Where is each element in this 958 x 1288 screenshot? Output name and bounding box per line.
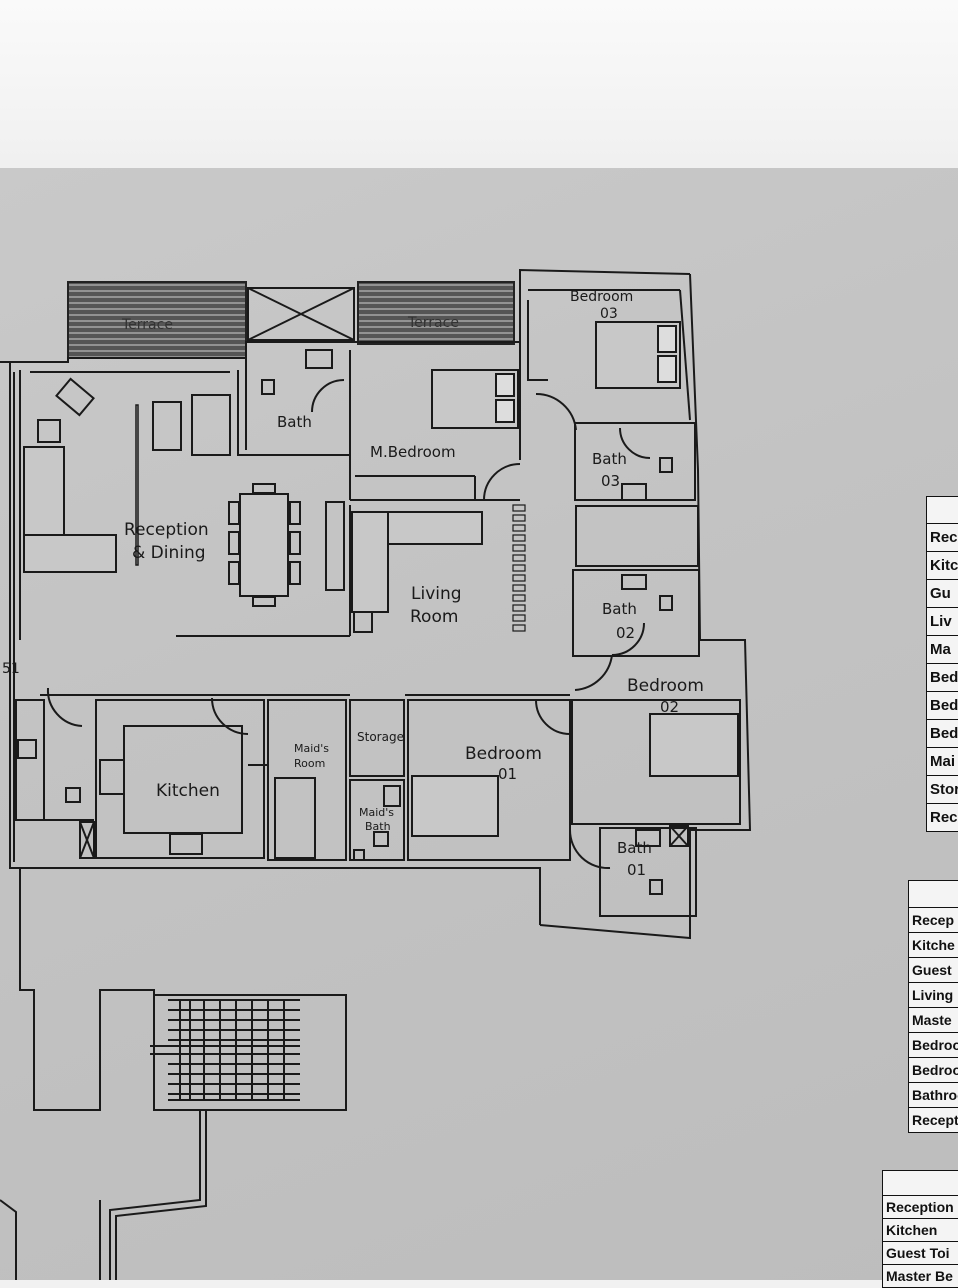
area-table-2: Recep Kitche Guest Living Maste Bedroo B… bbox=[908, 880, 958, 1133]
table-row: Recep bbox=[909, 908, 958, 933]
table-row: Bedroo bbox=[909, 1033, 958, 1058]
table-row: Guest bbox=[909, 958, 958, 983]
label-bedroom02-num: 02 bbox=[660, 698, 680, 716]
label-bath02: Bath bbox=[602, 600, 637, 618]
label-edge-num: 51 bbox=[2, 661, 20, 677]
terrace-right-hatch bbox=[357, 281, 515, 345]
table-row: Recepti bbox=[912, 1112, 958, 1128]
label-m-bedroom: M.Bedroom bbox=[370, 443, 456, 461]
table-row: Bed bbox=[927, 664, 958, 692]
bed-02 bbox=[649, 713, 739, 777]
table-row: Kitc bbox=[927, 552, 958, 580]
table-row: Rec bbox=[927, 524, 958, 552]
label-storage: Storage bbox=[357, 730, 404, 744]
area-table-3: Reception Kitchen Guest Toi Master Be bbox=[882, 1170, 958, 1288]
dining-table bbox=[239, 493, 289, 597]
area-table-1: Rec Kitc Gu Liv Ma Bed Bed Bed Mai Stor … bbox=[926, 496, 958, 832]
table-row: Ma bbox=[927, 636, 958, 664]
label-reception-dining: & Dining bbox=[132, 543, 206, 563]
bed-01 bbox=[411, 775, 499, 837]
table-row: Rece bbox=[930, 809, 958, 826]
table-header bbox=[883, 1171, 958, 1196]
label-kitchen: Kitchen bbox=[156, 781, 220, 801]
table-row: Mai bbox=[927, 748, 958, 776]
table-row: Kitche bbox=[909, 933, 958, 958]
table-row: Kitchen bbox=[883, 1219, 958, 1242]
label-bath02-num: 02 bbox=[616, 624, 636, 642]
label-terrace-left: Terrace bbox=[122, 317, 173, 333]
label-bath01-num: 01 bbox=[627, 861, 647, 879]
table-row: Guest Toi bbox=[883, 1242, 958, 1265]
wall-background bbox=[0, 0, 958, 180]
kitchen-counter bbox=[123, 725, 243, 834]
label-maids-bath: Maid's bbox=[359, 806, 395, 819]
table-header bbox=[909, 881, 958, 908]
label-bedroom03-num: 03 bbox=[600, 306, 618, 322]
label-bedroom03: Bedroom bbox=[570, 289, 634, 305]
label-bedroom02: Bedroom bbox=[627, 676, 704, 696]
table-row: Reception bbox=[883, 1196, 958, 1219]
table-row: Bathroo bbox=[909, 1083, 958, 1108]
label-bath03-num: 03 bbox=[601, 472, 621, 490]
label-bedroom01: Bedroom bbox=[465, 744, 542, 764]
label-maids-room: Maid's bbox=[294, 742, 330, 755]
table-row: Maste bbox=[909, 1008, 958, 1033]
table-row: Stor bbox=[927, 776, 958, 804]
label-reception: Reception bbox=[124, 520, 209, 540]
label-bath01: Bath bbox=[617, 839, 652, 857]
table-row: Living bbox=[909, 983, 958, 1008]
table-row: Bed bbox=[927, 692, 958, 720]
label-bath-master: Bath bbox=[277, 413, 312, 431]
label-living-room: Room bbox=[410, 607, 459, 627]
table-row: Master Be bbox=[886, 1268, 953, 1284]
label-living: Living bbox=[411, 584, 462, 604]
table-header bbox=[927, 497, 958, 524]
label-maids-room-2: Room bbox=[294, 757, 326, 770]
table-row: Gu bbox=[927, 580, 958, 608]
table-row: Liv bbox=[927, 608, 958, 636]
label-terrace-right: Terrace bbox=[408, 315, 459, 331]
shaft bbox=[247, 287, 355, 341]
table-row: Bedroo bbox=[909, 1058, 958, 1083]
label-bedroom01-num: 01 bbox=[498, 765, 518, 783]
table-row: Bed bbox=[927, 720, 958, 748]
label-maids-bath-2: Bath bbox=[365, 820, 391, 833]
label-bath03: Bath bbox=[592, 450, 627, 468]
